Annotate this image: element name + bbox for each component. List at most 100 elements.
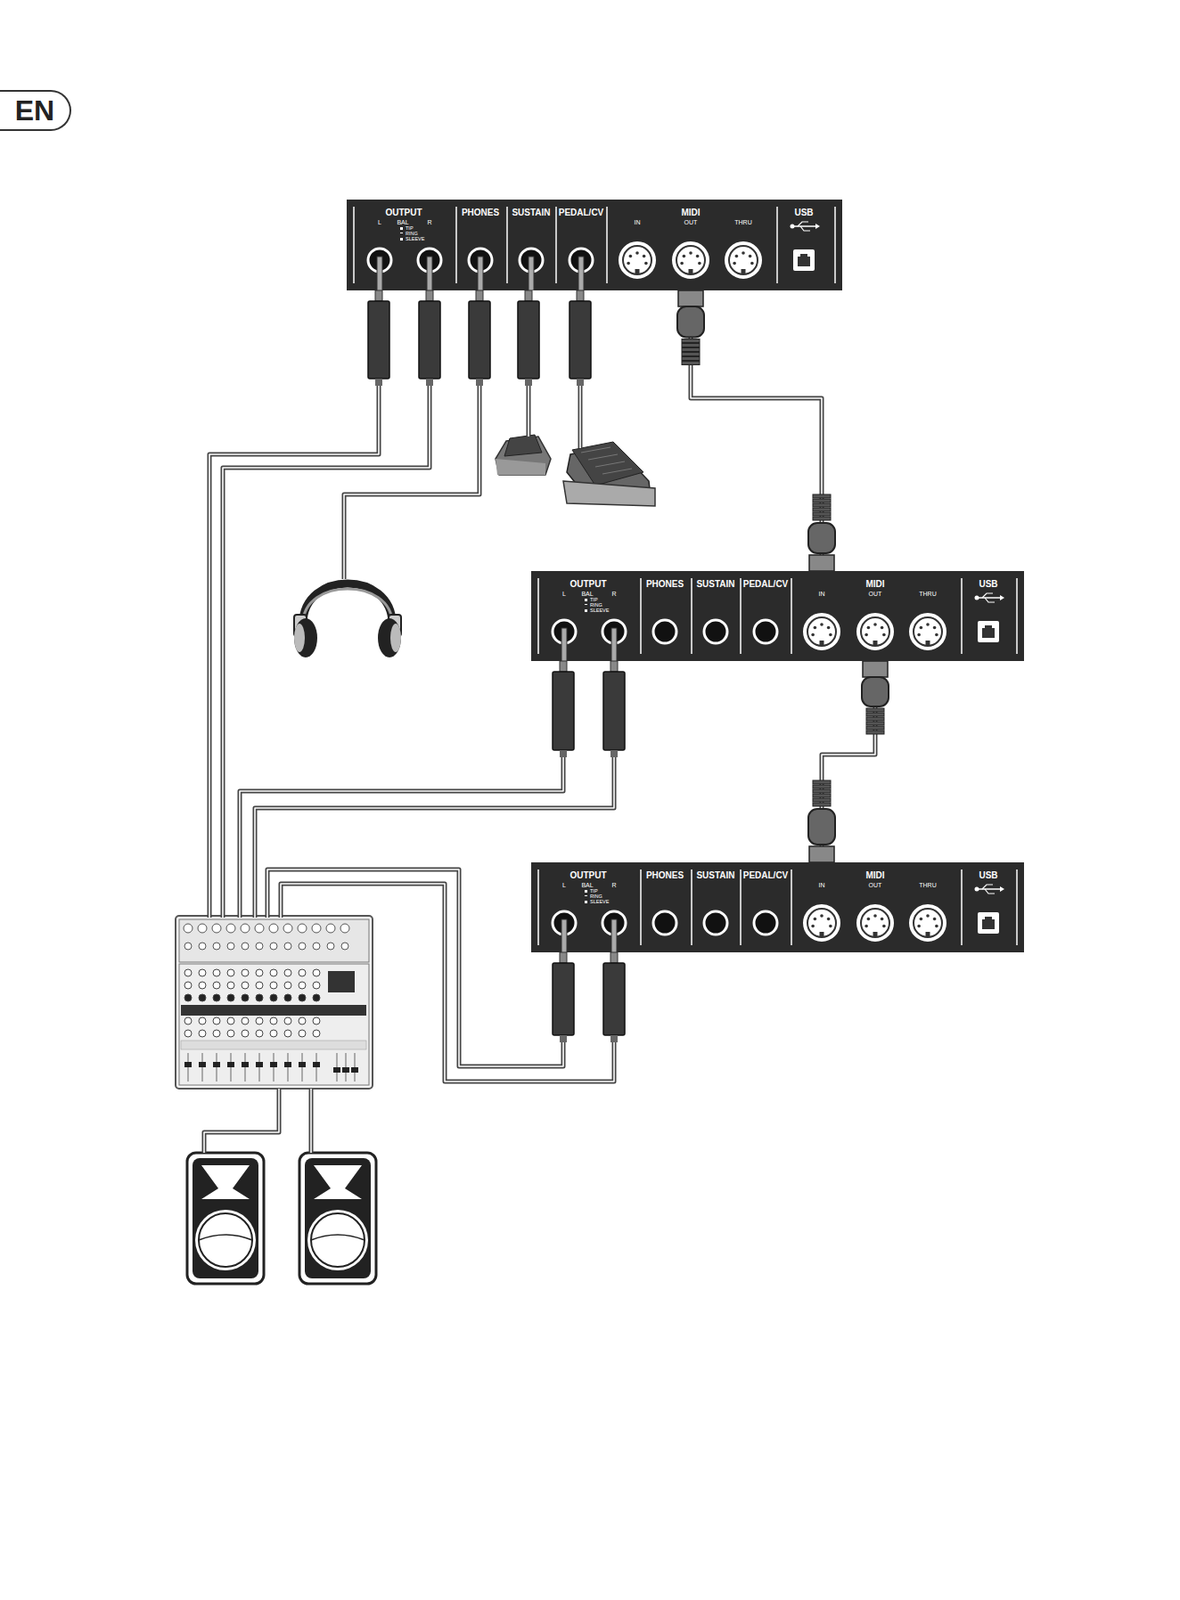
circle-shape	[307, 1210, 369, 1271]
audio-wire	[267, 869, 564, 1067]
circle-shape	[312, 1017, 320, 1025]
circle-shape	[735, 254, 739, 259]
circle-shape	[312, 982, 320, 990]
panel-divider	[1016, 869, 1018, 946]
midi-cable-outer	[690, 290, 822, 572]
pin-label: L	[562, 882, 566, 889]
circle-shape	[919, 917, 924, 922]
circle-shape	[975, 887, 980, 893]
pin-marker	[584, 604, 588, 606]
circle-shape	[864, 925, 869, 929]
midi-plug-strain	[812, 499, 831, 503]
audio-wire	[280, 884, 615, 1082]
audio-wire-core	[579, 385, 582, 449]
circle-shape	[254, 924, 264, 934]
plug-shaft	[561, 628, 567, 662]
rect-shape	[982, 919, 995, 930]
usb-socket	[977, 912, 1000, 935]
circle-shape	[913, 909, 943, 938]
plug-body	[552, 671, 574, 751]
circle-shape	[213, 942, 221, 951]
circle-shape	[241, 994, 249, 1002]
polyline-shape	[982, 885, 993, 890]
pin-label: R	[426, 219, 432, 226]
circle-shape	[255, 994, 263, 1002]
pin-label: BAL	[581, 882, 593, 889]
rect-shape	[270, 1062, 278, 1068]
circle-shape	[270, 982, 278, 990]
circle-shape	[270, 969, 278, 977]
circle-shape	[311, 1213, 365, 1268]
midi-plug-strain	[866, 708, 885, 713]
rect-shape	[819, 640, 825, 646]
plug-sleeve	[559, 661, 567, 672]
circle-shape	[298, 942, 306, 951]
plug-shaft	[477, 256, 484, 291]
circle-shape	[880, 917, 885, 922]
plug-shaft	[528, 256, 534, 291]
circle-shape	[312, 942, 320, 951]
midi-socket	[803, 614, 840, 650]
circle-shape	[813, 626, 818, 631]
midi-socket	[619, 242, 656, 279]
circle-shape	[790, 224, 795, 230]
pin-marker	[584, 609, 588, 613]
pin-label: R	[611, 882, 616, 889]
circle-shape	[213, 994, 221, 1002]
polygon-shape	[815, 223, 820, 230]
midi-plug-body	[808, 809, 836, 845]
circle-shape	[813, 917, 818, 922]
circle-shape	[255, 1017, 263, 1025]
audio-wire-core	[280, 884, 615, 1082]
circle-shape	[284, 1017, 292, 1025]
polygon-shape	[201, 1165, 250, 1200]
midi-plug-strain	[681, 352, 700, 357]
circle-shape	[750, 262, 754, 266]
circle-shape	[184, 994, 192, 1002]
circle-shape	[241, 1017, 249, 1025]
circle-shape	[341, 942, 349, 951]
circle-shape	[184, 982, 192, 990]
pin-label: SLEEVE	[590, 608, 609, 615]
midi-plug-strain	[812, 503, 831, 508]
circle-shape	[933, 917, 937, 922]
rect-shape	[227, 1062, 235, 1068]
rect-shape	[982, 628, 995, 639]
pin-label: TIP	[405, 226, 414, 232]
pin-label: THRU	[734, 219, 752, 226]
circle-shape	[860, 617, 890, 647]
panel-divider	[606, 206, 608, 284]
rect-shape	[312, 1062, 320, 1068]
circle-shape	[873, 622, 877, 627]
panel-divider	[537, 578, 540, 655]
panel-divider	[639, 869, 642, 946]
audio-wires	[204, 385, 615, 1154]
polyline-shape	[797, 221, 809, 227]
panel-divider	[537, 869, 540, 946]
pin-marker	[584, 895, 588, 897]
pin-label: IN	[819, 590, 826, 598]
sustain-footswitch	[495, 434, 551, 476]
jack-socket	[753, 911, 778, 935]
audio-wire-core	[239, 757, 564, 918]
midi-plug-strain	[812, 803, 831, 807]
panel-divider	[690, 578, 693, 655]
circle-shape	[213, 982, 221, 990]
pin-label: RING	[405, 231, 418, 238]
panel-divider	[960, 869, 963, 946]
pin-label: BAL	[581, 590, 593, 598]
circle-shape	[676, 245, 705, 275]
circle-shape	[882, 633, 886, 638]
rect-shape	[984, 917, 992, 921]
rect-shape	[873, 932, 878, 937]
section-label: USB	[794, 208, 813, 218]
midi-plug-strain	[812, 785, 831, 789]
pin-label: RING	[590, 603, 603, 609]
speakers	[187, 1153, 377, 1285]
circle-shape	[270, 1030, 278, 1038]
plug-body	[517, 301, 540, 379]
rect-shape	[635, 269, 640, 274]
plug-shaft	[376, 256, 383, 291]
midi-plug-strain	[866, 717, 885, 722]
